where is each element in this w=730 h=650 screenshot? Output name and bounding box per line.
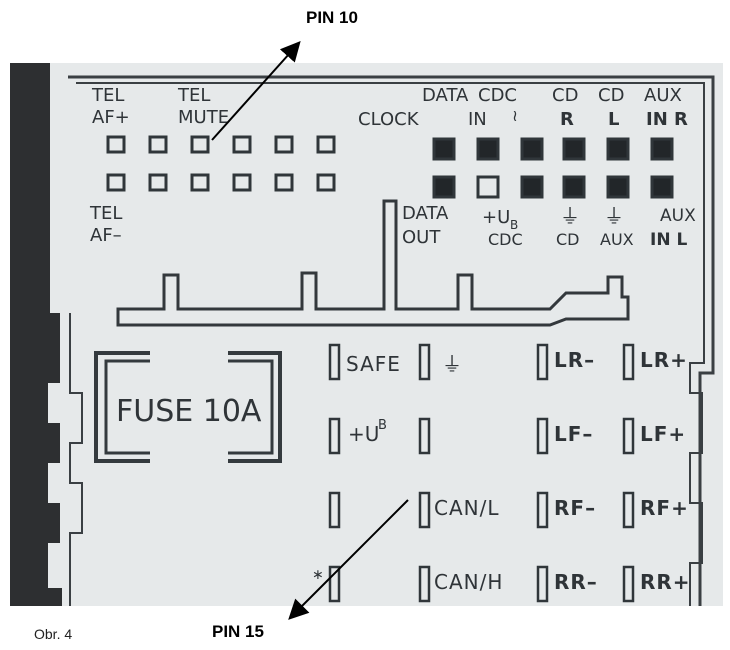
terminal-slot-right-b-4 bbox=[622, 565, 635, 603]
terminal-slot-right-a-3 bbox=[536, 491, 549, 529]
tel-pin-6 bbox=[316, 135, 336, 154]
terminal-lr-minus: LR– bbox=[554, 348, 595, 372]
terminal-slot-mid-4 bbox=[418, 565, 431, 603]
data-pin-5 bbox=[606, 137, 630, 161]
tel-pin-8 bbox=[148, 173, 168, 192]
keying-rail bbox=[116, 199, 630, 327]
tel-pin-10 bbox=[232, 173, 252, 192]
label-tel-af-minus-1: TEL bbox=[89, 203, 122, 224]
connector-diagram: TEL AF+ TEL MUTE TEL AF– DATA CLOCK CDC … bbox=[48, 63, 723, 606]
label-tel-af-minus-2: AF– bbox=[90, 225, 122, 246]
label-ub-cdc-1: +U bbox=[482, 207, 510, 228]
terminal-slot-left-2 bbox=[328, 417, 341, 455]
terminal-lf-plus: LF+ bbox=[640, 422, 686, 446]
tel-pin-grid bbox=[106, 135, 336, 192]
label-aux-in-r-2: IN R bbox=[646, 109, 688, 130]
label-cd-l-2: L bbox=[608, 109, 619, 130]
tel-pin-2 bbox=[148, 135, 168, 154]
connector-photo: TEL AF+ TEL MUTE TEL AF– DATA CLOCK CDC … bbox=[10, 63, 723, 606]
data-pin-6 bbox=[650, 137, 674, 161]
data-pin-3 bbox=[520, 137, 544, 161]
label-data-out-1: DATA bbox=[402, 203, 449, 224]
label-data-clock-1: DATA bbox=[422, 85, 469, 106]
terminal-slot-right-a-1 bbox=[536, 343, 549, 381]
data-pin-2 bbox=[476, 137, 500, 161]
terminal-ub-sub: B bbox=[378, 418, 387, 433]
terminal-slot-right-b-1 bbox=[622, 343, 635, 381]
tel-pin-7 bbox=[106, 173, 126, 192]
label-gnd-cd: CD bbox=[556, 230, 580, 249]
paper-sheet bbox=[48, 63, 723, 606]
data-pin-11 bbox=[606, 175, 630, 199]
terminal-slot-right-a-2 bbox=[536, 417, 549, 455]
label-ub-cdc-2: CDC bbox=[488, 230, 523, 249]
label-gnd-aux: AUX bbox=[600, 230, 634, 249]
label-cd-r-1: CD bbox=[552, 85, 578, 106]
tel-pin-11 bbox=[274, 173, 294, 192]
terminal-lf-minus: LF– bbox=[554, 422, 593, 446]
fuse-bracket-right bbox=[228, 351, 282, 463]
data-pin-grid bbox=[432, 137, 674, 199]
data-pin-4 bbox=[562, 137, 586, 161]
terminal-slot-right-b-2 bbox=[622, 417, 635, 455]
label-tel-af-plus-2: AF+ bbox=[92, 107, 130, 128]
terminal-rf-minus: RF– bbox=[554, 496, 596, 520]
label-tel-mute-2: MUTE bbox=[178, 107, 229, 128]
data-pin-9 bbox=[520, 175, 544, 199]
terminal-rf-plus: RF+ bbox=[640, 496, 689, 520]
label-aux-in-r-1: AUX bbox=[644, 85, 682, 106]
label-tel-af-plus-1: TEL bbox=[91, 85, 124, 106]
pin15-callout: PIN 15 bbox=[212, 622, 264, 641]
label-aux-in-l-2: IN L bbox=[650, 230, 687, 250]
pin10-callout: PIN 10 bbox=[306, 8, 358, 27]
pin-marker: ∗ bbox=[312, 567, 324, 583]
label-data-out-2: OUT bbox=[402, 227, 441, 248]
terminal-ub-1: +U bbox=[348, 422, 379, 446]
data-pin-10 bbox=[562, 175, 586, 199]
label-cdc-in-2: IN bbox=[468, 109, 487, 130]
antenna-symbol: ≀ bbox=[512, 106, 518, 125]
terminal-slot-mid-1 bbox=[418, 343, 431, 381]
label-cd-r-2: R bbox=[560, 109, 574, 130]
board-outline bbox=[68, 75, 715, 606]
terminal-can-h: CAN/H bbox=[434, 570, 503, 594]
tel-pin-3 bbox=[190, 135, 210, 154]
label-data-clock-2: CLOCK bbox=[358, 109, 420, 130]
data-pin-1 bbox=[432, 137, 456, 161]
terminal-slot-right-b-3 bbox=[622, 491, 635, 529]
data-pin-12 bbox=[650, 175, 674, 199]
terminal-rr-minus: RR– bbox=[554, 570, 598, 594]
terminal-can-l: CAN/L bbox=[434, 496, 500, 520]
fuse-bracket-left bbox=[94, 351, 150, 463]
terminal-slot-right-a-4 bbox=[536, 565, 549, 603]
ground-cd-symbol: ⏚ bbox=[560, 204, 580, 228]
terminal-slot-mid-3 bbox=[418, 491, 431, 529]
label-cd-l-1: CD bbox=[598, 85, 624, 106]
tel-pin-1 bbox=[106, 135, 126, 154]
label-aux-in-l-1: AUX bbox=[660, 206, 696, 226]
fuse-label: FUSE 10A bbox=[116, 394, 262, 429]
terminal-slot-left-1 bbox=[328, 343, 341, 381]
figure-caption: Obr. 4 bbox=[34, 626, 73, 642]
label-ub-cdc-sub: B bbox=[510, 218, 518, 232]
data-pin-7 bbox=[432, 175, 456, 199]
terminal-slot-mid-2 bbox=[418, 417, 431, 455]
ground-aux-symbol: ⏚ bbox=[604, 204, 624, 228]
terminal-rr-plus: RR+ bbox=[640, 570, 691, 594]
tel-pin-12 bbox=[316, 173, 336, 192]
terminal-lr-plus: LR+ bbox=[640, 348, 688, 372]
tel-pin-9 bbox=[190, 173, 210, 192]
terminal-safe: SAFE bbox=[346, 352, 401, 376]
label-tel-mute-1: TEL bbox=[177, 85, 210, 106]
data-pin-8 bbox=[476, 175, 500, 199]
label-cdc-in-1: CDC bbox=[478, 85, 517, 106]
terminal-ground-symbol: ⏚ bbox=[442, 352, 462, 376]
